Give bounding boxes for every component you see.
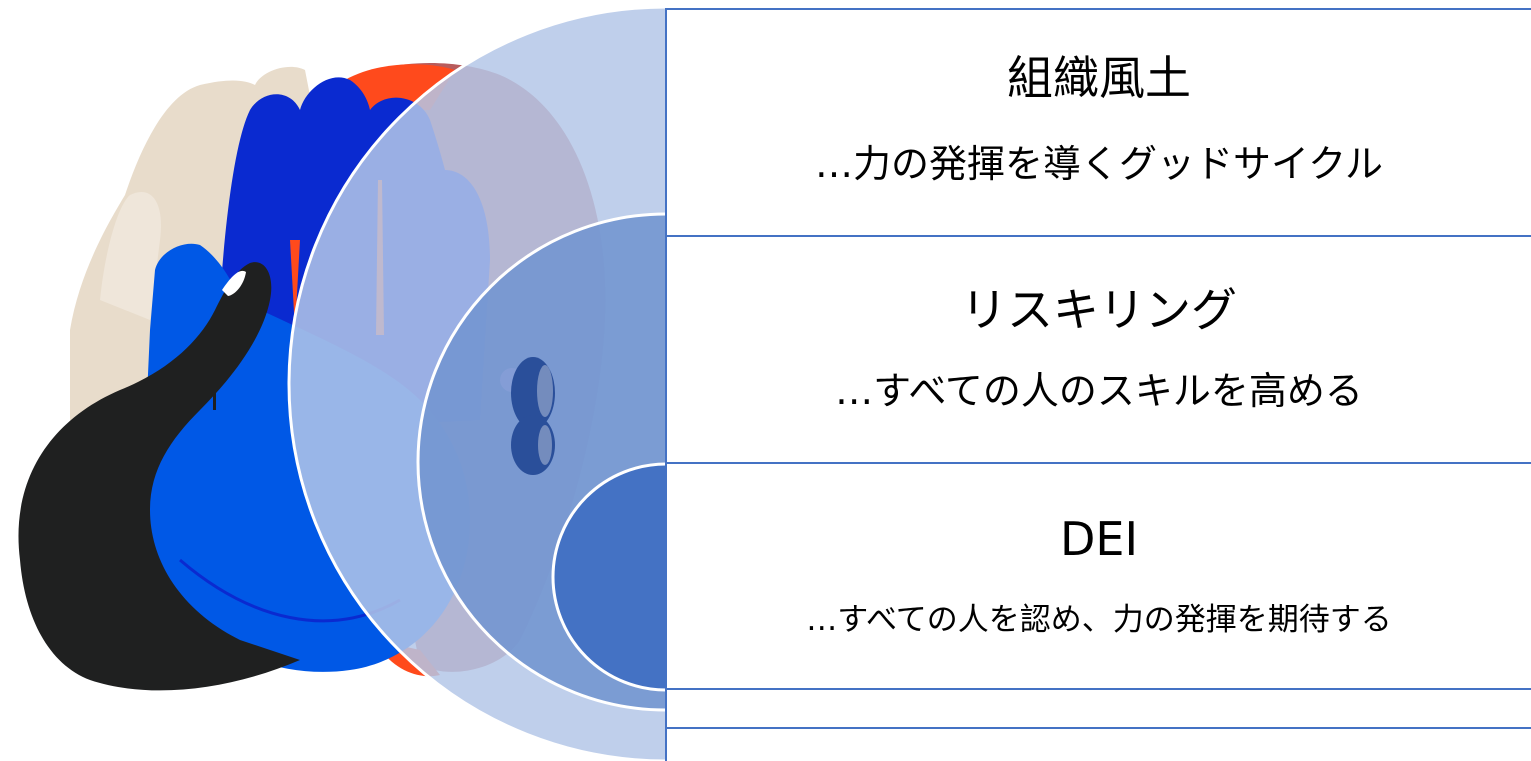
- layer-circles: [287, 5, 666, 761]
- inner-circle: [553, 464, 666, 690]
- layer-title: リスキリング: [961, 283, 1237, 337]
- panel-dividers: [665, 8, 1531, 761]
- layer-description: …すべての人のスキルを高める: [835, 369, 1363, 413]
- layer-panel-reskilling: リスキリング …すべての人のスキルを高める: [666, 0, 1531, 463]
- layer-description: …すべての人を認め、力の発揮を期待する: [806, 602, 1392, 638]
- layer-title: 組織風土: [1007, 51, 1191, 105]
- finger-details: [500, 357, 555, 475]
- layer-panel-culture: 組織風土 …力の発揮を導くグッドサイクル: [666, 0, 1531, 236]
- layer-panel-dei: DEI …すべての人を認め、力の発揮を期待する: [666, 0, 1531, 689]
- layer-description: …力の発揮を導くグッドサイクル: [814, 142, 1384, 186]
- layer-title: DEI: [1059, 512, 1139, 566]
